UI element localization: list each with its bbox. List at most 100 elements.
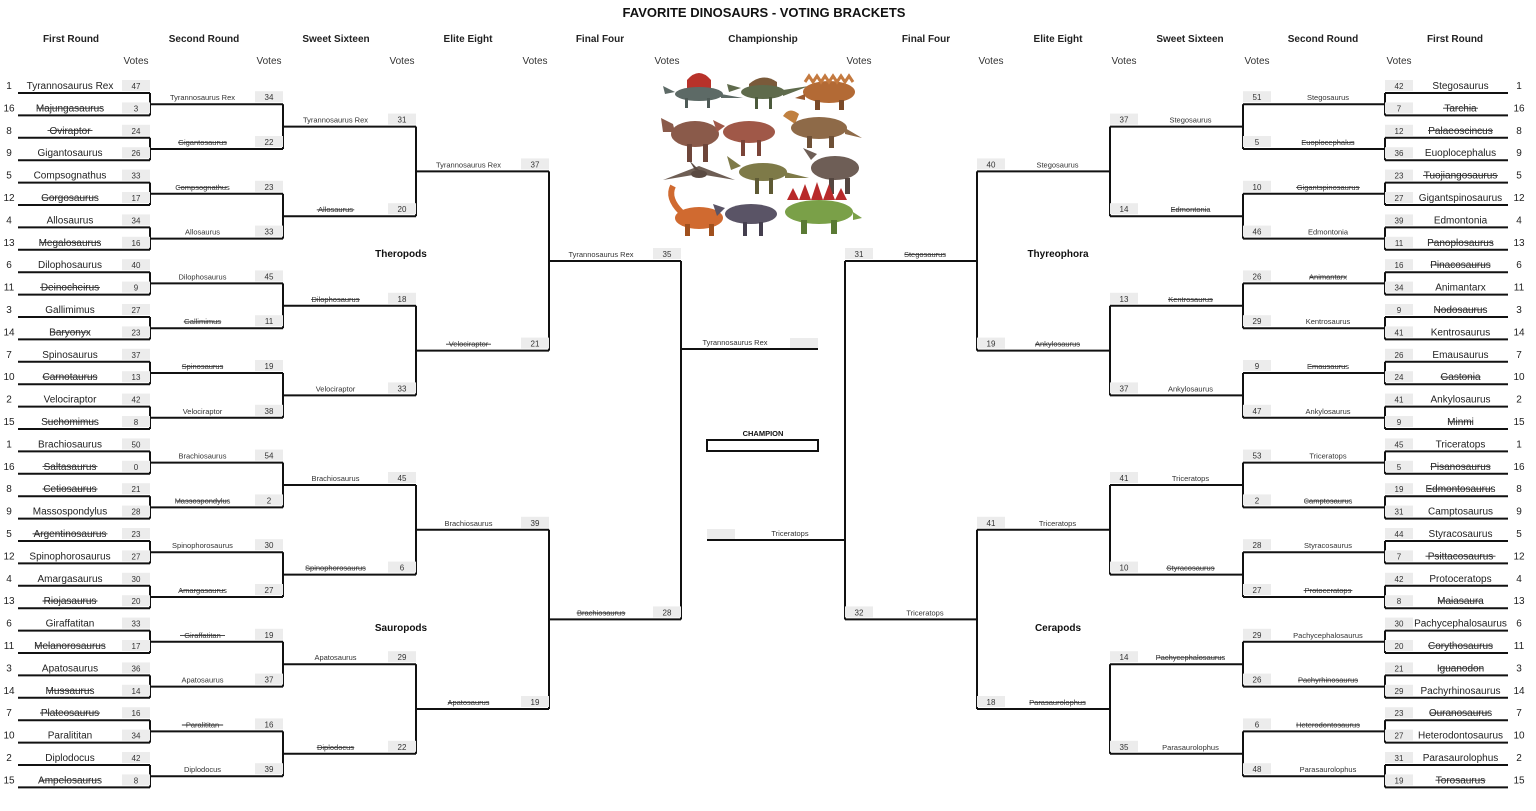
championship-slot-right[interactable]: Triceratops [707,529,809,539]
champion-box[interactable] [706,439,819,452]
